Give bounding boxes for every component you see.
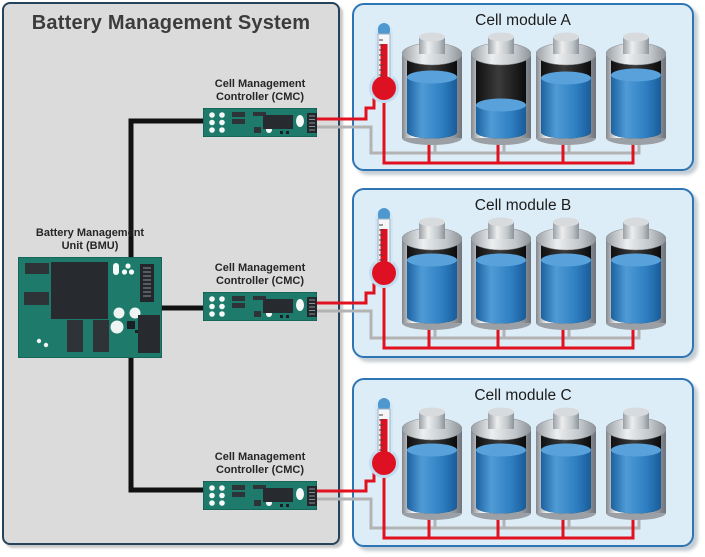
module-b-contents (352, 188, 694, 358)
battery-cell-icon (606, 215, 666, 331)
cell-module-a-title: Cell module A (475, 12, 571, 29)
cell-module-b-title: Cell module B (474, 197, 572, 214)
battery-cell-icon (471, 405, 531, 521)
cmc1-label-line2: Controller (CMC) (216, 90, 304, 103)
system-title: Battery Management System (31, 12, 311, 34)
battery-cell-icon (536, 215, 596, 331)
cmc1-label-line1: Cell Management (214, 78, 306, 90)
thermometer-icon (368, 207, 400, 299)
thermometer-icon (368, 397, 400, 489)
bmu-label-line1: Battery Management (35, 227, 145, 239)
cmc2-label-line2: Controller (CMC) (216, 274, 304, 287)
battery-cell-icon (402, 215, 462, 331)
battery-cell-icon (471, 215, 531, 331)
cmc1-label: Cell Management Controller (CMC) (180, 78, 340, 103)
battery-cell-icon (606, 405, 666, 521)
bmu-circuit-board-icon (18, 257, 162, 358)
battery-cell-icon (536, 405, 596, 521)
battery-cell-icon (536, 30, 596, 146)
cmc2-label: Cell Management Controller (CMC) (180, 262, 340, 287)
battery-cell-icon (402, 405, 462, 521)
cmc1-circuit-board-icon (203, 108, 317, 137)
cmc3-label-line2: Controller (CMC) (216, 463, 304, 476)
cmc3-label-line1: Cell Management (214, 451, 306, 463)
cmc2-circuit-board-icon (203, 292, 317, 321)
bmu-label-line2: Unit (BMU) (61, 239, 119, 252)
bmu-label: Battery Management Unit (BMU) (10, 227, 170, 252)
cell-module-c-title: Cell module C (474, 387, 572, 404)
module-c-contents (352, 378, 694, 547)
battery-cell-icon (606, 30, 666, 146)
battery-cell-icon (471, 30, 531, 146)
cmc2-label-line1: Cell Management (214, 262, 306, 274)
thermometer-icon (368, 22, 400, 114)
battery-cell-icon (402, 30, 462, 146)
module-a-contents (352, 3, 694, 171)
cmc3-circuit-board-icon (203, 481, 317, 510)
cmc3-label: Cell Management Controller (CMC) (180, 451, 340, 476)
